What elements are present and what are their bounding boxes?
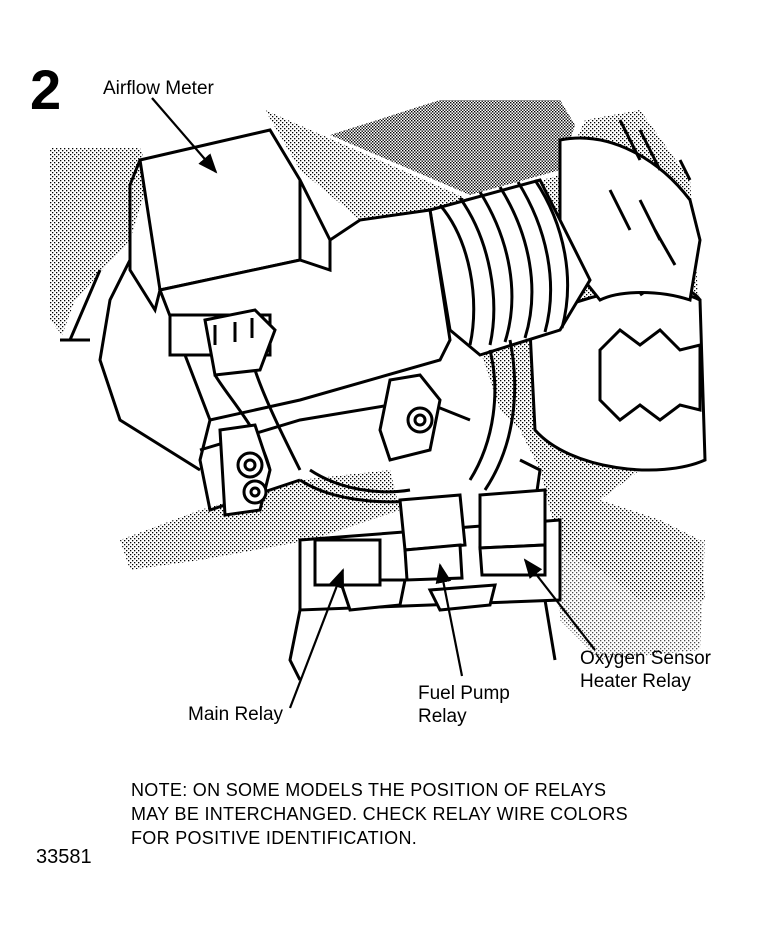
meter-connector	[168, 308, 302, 471]
oxygen-sensor-relay-shape	[478, 488, 547, 577]
figure-number: 2	[30, 58, 62, 121]
air-duct-bellows	[428, 178, 592, 357]
note-text: NOTE: ON SOME MODELS THE POSITION OF REL…	[131, 778, 628, 850]
fan-pulley	[528, 284, 707, 472]
intake-hose	[558, 119, 702, 302]
label-fuel-pump-line2: Relay	[418, 706, 467, 727]
label-main-relay: Main Relay	[188, 704, 284, 725]
callout-arrows	[151, 97, 596, 709]
mounting-bolts	[218, 373, 442, 517]
main-relay-shape	[313, 538, 382, 587]
fuel-pump-relay-shape	[398, 493, 467, 582]
note-line-3: FOR POSITIVE IDENTIFICATION.	[131, 828, 418, 848]
label-oxygen-sensor-line2: Heater Relay	[580, 671, 691, 692]
note-line-2: MAY BE INTERCHANGED. CHECK RELAY WIRE CO…	[131, 804, 628, 824]
label-fuel-pump-line1: Fuel Pump	[418, 683, 510, 704]
figure-id: 33581	[36, 846, 92, 868]
label-oxygen-sensor-line1: Oxygen Sensor	[580, 648, 711, 669]
note-line-1: NOTE: ON SOME MODELS THE POSITION OF REL…	[131, 780, 607, 800]
label-airflow-meter: Airflow Meter	[103, 78, 214, 99]
